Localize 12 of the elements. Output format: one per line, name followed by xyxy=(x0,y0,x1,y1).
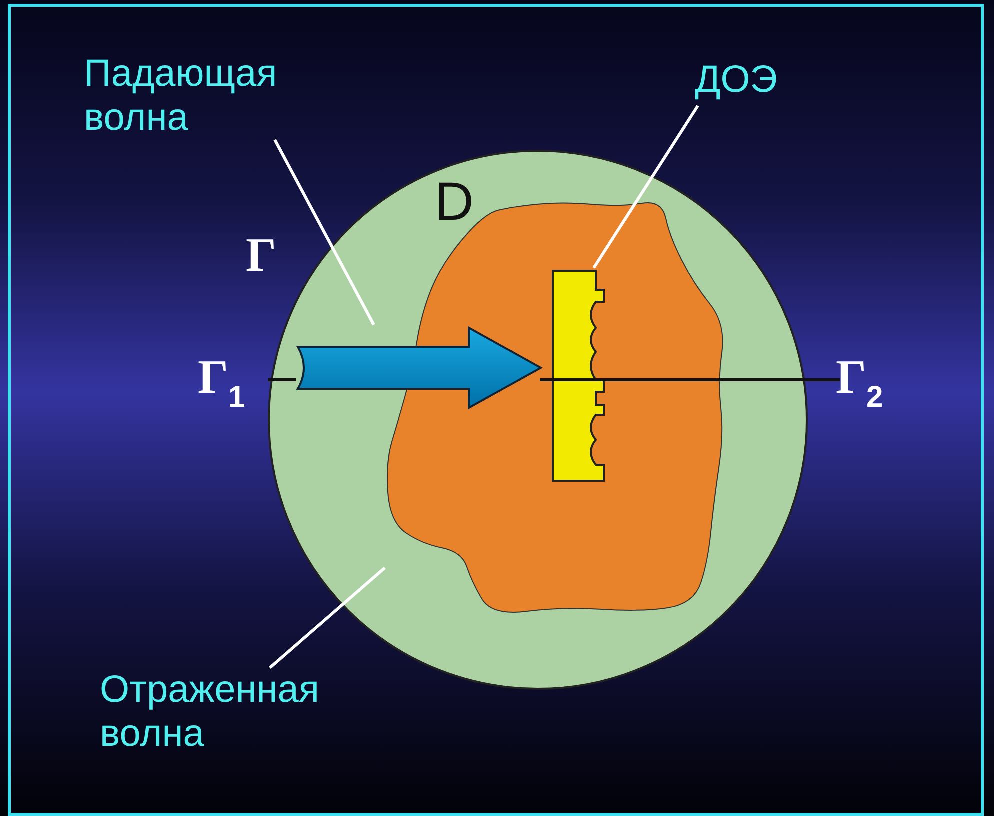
boundary-label: Г$_{2}$ xyxy=(836,350,884,415)
boundary-label: Г xyxy=(246,228,277,283)
leader-line xyxy=(274,139,376,326)
block-arrow xyxy=(297,327,542,409)
region-label: D xyxy=(435,172,474,232)
boundary-label: Г$_{1}$ xyxy=(198,350,246,415)
diffractive-element xyxy=(552,270,605,482)
text-label: ДОЭ xyxy=(695,58,805,106)
leader-line xyxy=(269,566,386,670)
text-label: Отраженная волна xyxy=(100,668,390,760)
leader-line xyxy=(592,105,700,269)
text-label: Падающая волна xyxy=(84,52,334,144)
